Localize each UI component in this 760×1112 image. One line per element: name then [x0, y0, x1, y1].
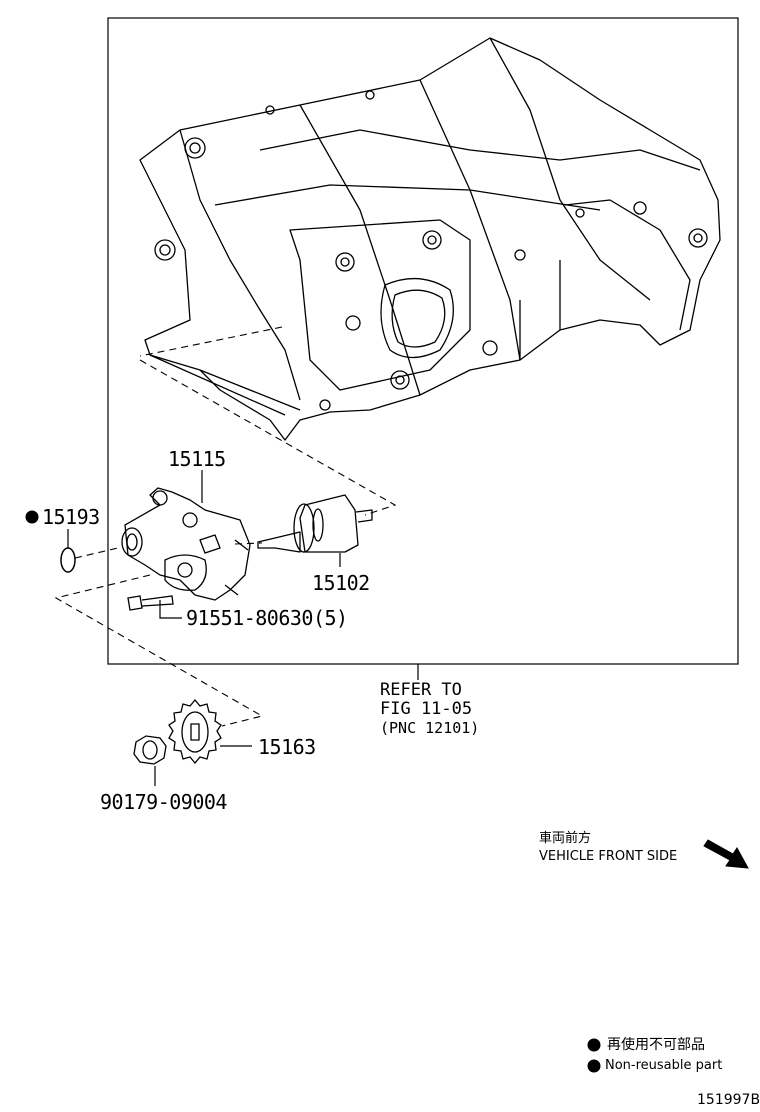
- part-number-15193: 15193: [42, 505, 100, 529]
- legend-label-jp: 再使用不可部品: [607, 1037, 705, 1053]
- front-direction-en: VEHICLE FRONT SIDE: [539, 849, 678, 864]
- oil-pump-shaft-drawing: [257, 494, 373, 553]
- sprocket-drawing: [168, 698, 222, 765]
- front-direction-arrow-icon: [703, 839, 749, 869]
- part-number-15102: 15102: [312, 571, 370, 595]
- refer-line-3: (PNC 12101): [380, 719, 480, 737]
- legend-dot-jp: [587, 1038, 601, 1052]
- oil-pan-housing-drawing: [139, 37, 721, 441]
- refer-line-2: FIG 11-05: [380, 699, 473, 719]
- part-number-91551-80630: 91551-80630(5): [186, 606, 348, 630]
- legend-dot-en: [587, 1059, 601, 1073]
- nut-drawing: [133, 735, 167, 765]
- assembly-frame: [107, 17, 739, 665]
- o-ring-drawing: [60, 547, 76, 573]
- non-reusable-marker: [25, 510, 39, 524]
- oil-pump-drawing: [121, 487, 251, 601]
- legend-label-en: Non-reusable part: [605, 1058, 723, 1073]
- part-number-90179-09004: 90179-09004: [100, 790, 227, 814]
- front-direction-jp: 車両前方: [539, 831, 592, 846]
- part-number-15163: 15163: [258, 735, 316, 759]
- leader-lines: [67, 470, 419, 786]
- bolt-drawing: [127, 595, 174, 611]
- alignment-lines: [54, 326, 397, 727]
- refer-line-1: REFER TO: [380, 680, 462, 700]
- part-number-15115: 15115: [168, 447, 226, 471]
- figure-id: 151997B: [697, 1092, 760, 1108]
